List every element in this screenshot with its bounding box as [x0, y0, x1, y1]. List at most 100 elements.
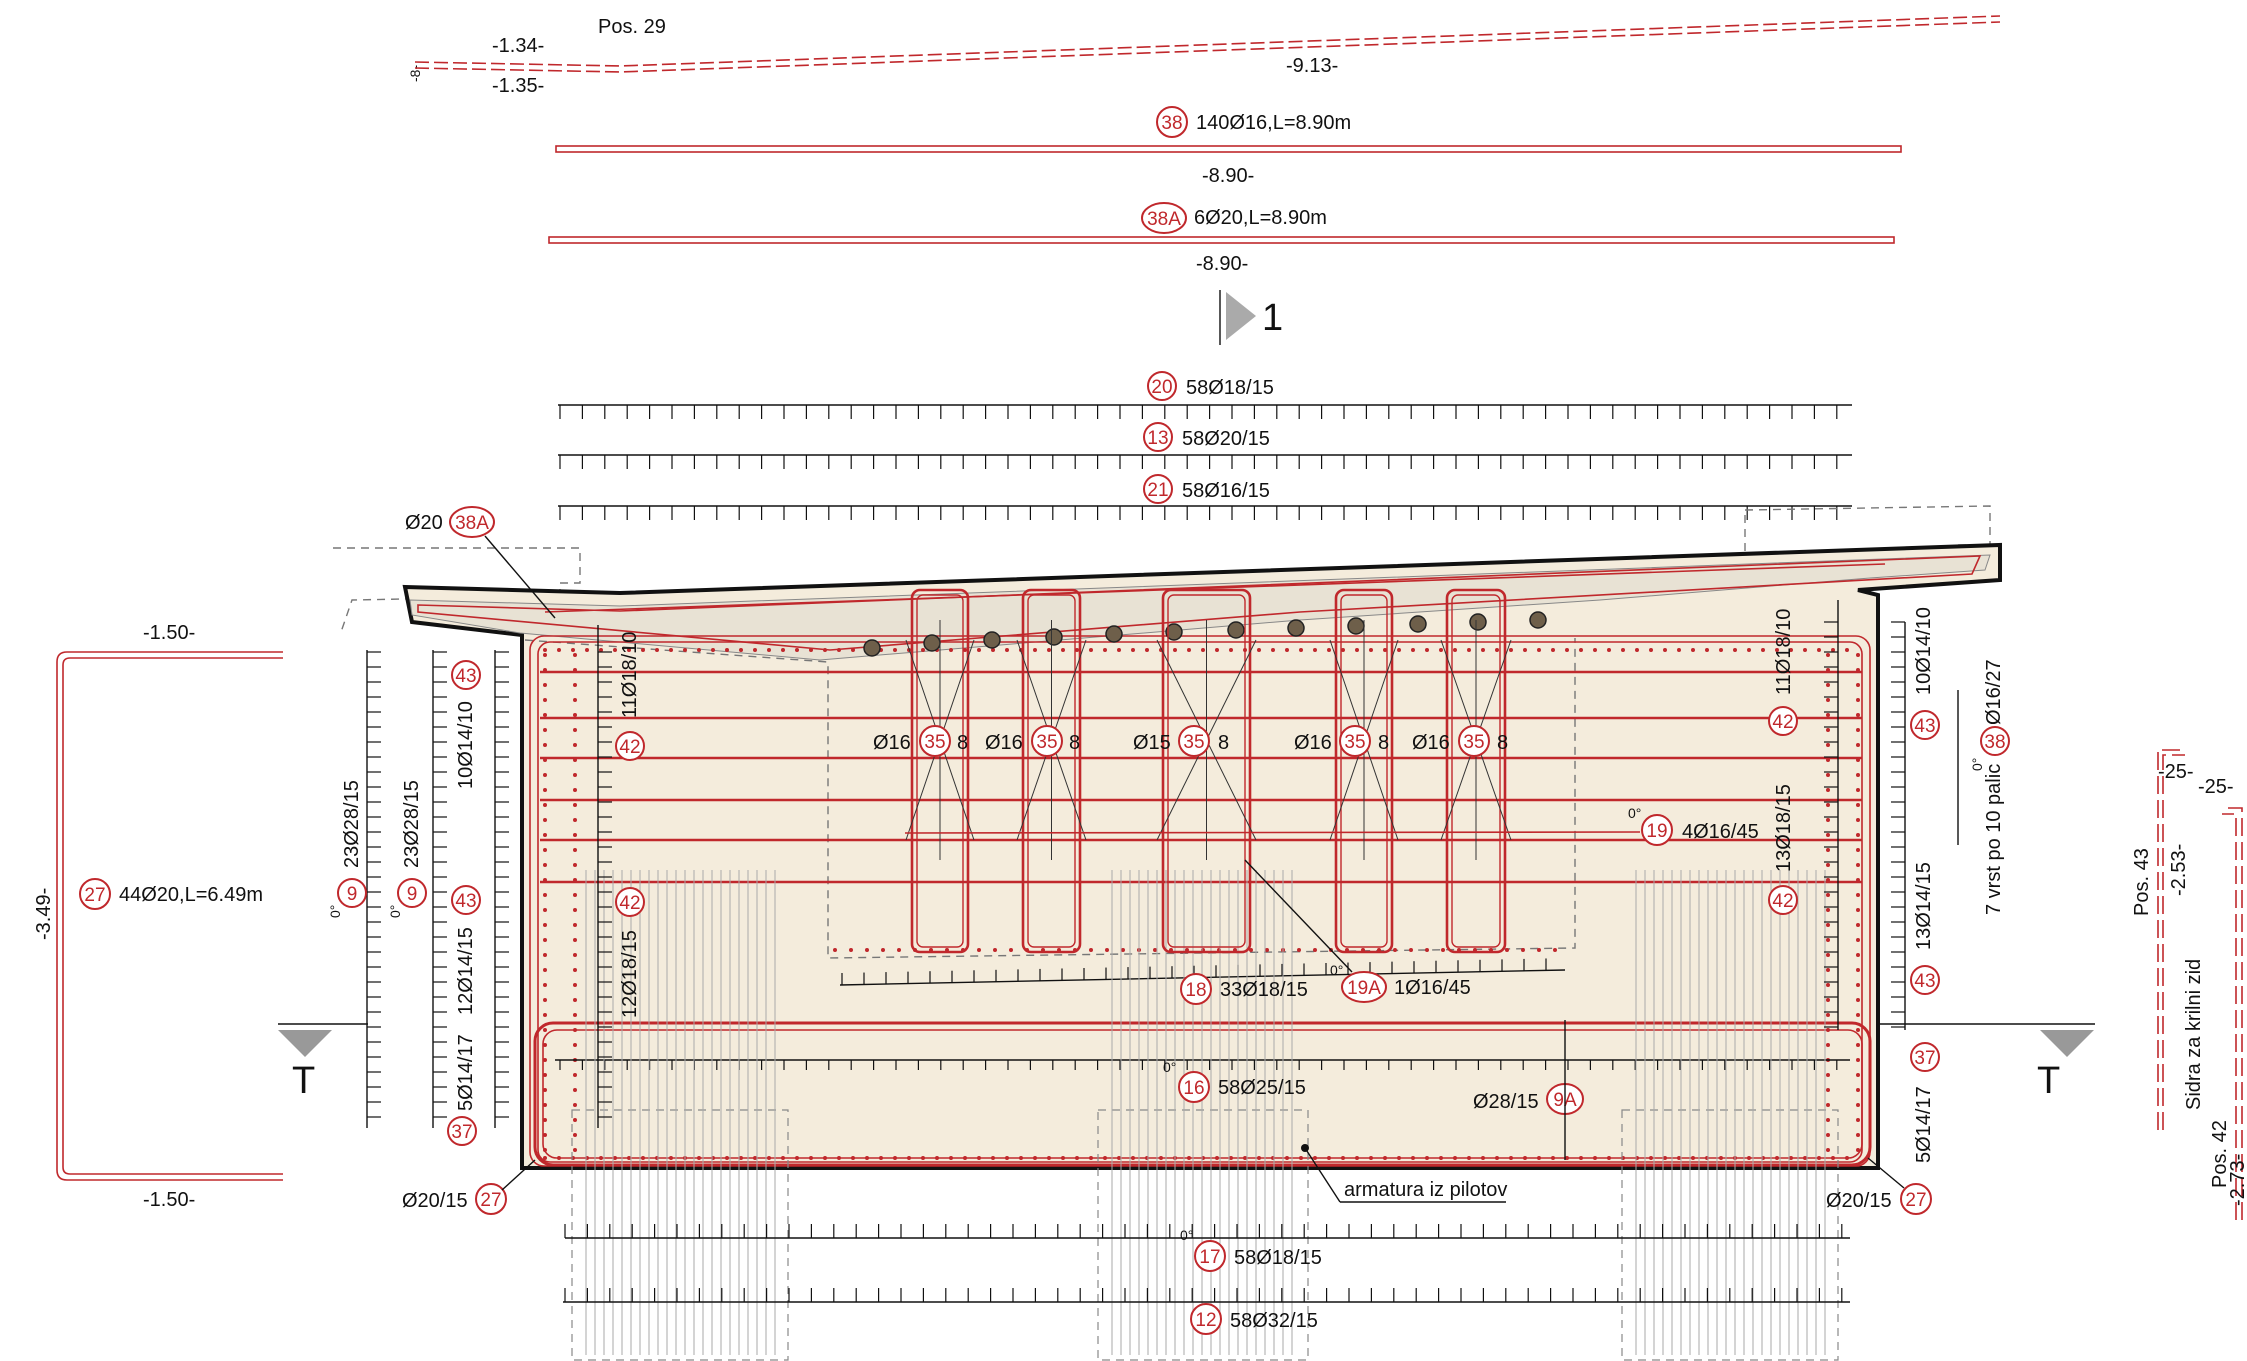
left-wing-outline — [333, 547, 581, 636]
cut-T-right: T — [2037, 1060, 2060, 1102]
b35-right-3: 8 — [1218, 732, 1229, 754]
pos-21: 21 — [1147, 480, 1168, 501]
b35-right-4: 8 — [1378, 732, 1389, 754]
zero-mark-17: 0° — [1180, 1227, 1193, 1243]
pos-27-br: 27 — [1905, 1190, 1926, 1211]
p27-text: 44Ø20,L=6.49m — [119, 884, 263, 906]
stirrup-row-13: 13 58Ø20/15 — [558, 422, 1852, 469]
pos-38a: 38A — [1147, 209, 1181, 230]
s17-text: 58Ø18/15 — [1234, 1247, 1322, 1269]
p43b-text: 12Ø14/15 — [455, 927, 477, 1015]
s21-text: 58Ø16/15 — [1182, 480, 1270, 502]
bar38a-line — [548, 236, 1895, 244]
p9b-text: 23Ø28/15 — [401, 780, 423, 868]
pos29-bar-outer — [414, 15, 2001, 67]
p43r-text: 10Ø14/10 — [1913, 607, 1935, 695]
left-side-bars: 0° 9 23Ø28/15 0° 9 23Ø28/15 43 10Ø14/10 … — [327, 625, 645, 1146]
stirrup-ticks-17 — [564, 1224, 1843, 1238]
dim-253: -2.53- — [2168, 844, 2190, 896]
bar38-text: 140Ø16,L=8.90m — [1196, 112, 1351, 134]
p37r-text: 5Ø14/17 — [1913, 1086, 1935, 1163]
bar-19-line — [904, 831, 1641, 834]
pos29-label: Pos. 29 — [598, 16, 666, 38]
pilot-note: armatura iz pilotov — [1344, 1179, 1507, 1201]
pos42-label: Pos. 42 — [2209, 1120, 2231, 1188]
pos-35-5: 35 — [1463, 732, 1484, 753]
b35-left-5: Ø16 — [1412, 732, 1450, 754]
right-side-ticks — [1824, 621, 1905, 1028]
pos-12: 12 — [1195, 1310, 1216, 1331]
b35-right-5: 8 — [1497, 732, 1508, 754]
pos-9-2: 9 — [407, 884, 418, 905]
pos-35-4: 35 — [1344, 732, 1365, 753]
bar-38: 38 140Ø16,L=8.90m -8.90- — [555, 106, 1902, 187]
right-side-bars: 11Ø18/10 42 13Ø18/15 42 10Ø14/10 43 13Ø1… — [1768, 600, 2010, 1163]
zero-mark-16: 0° — [1163, 1059, 1176, 1075]
longitudinal-bars — [540, 670, 1862, 884]
main-cage-inner — [537, 641, 1863, 1163]
top-bar-pos29: Pos. 29 -1.34- -1.35- -8- -9.13- — [407, 15, 2001, 97]
p37-text: 5Ø14/17 — [455, 1034, 477, 1111]
b35-left-4: Ø16 — [1294, 732, 1332, 754]
s13-text: 58Ø20/15 — [1182, 428, 1270, 450]
s16-text: 58Ø25/15 — [1218, 1077, 1306, 1099]
dim-150-top: -1.50- — [143, 622, 195, 644]
note-vrst: 7 vrst po 10 palic — [1983, 764, 2005, 915]
stirrup-ticks-13 — [559, 455, 1838, 469]
p9a-text: Ø28/15 — [1473, 1091, 1539, 1113]
zero-mark-19: 0° — [1628, 805, 1641, 821]
left-side-ticks — [367, 651, 612, 1118]
stirrup-row-20: 20 58Ø18/15 — [558, 371, 1852, 419]
s20-text: 58Ø18/15 — [1186, 377, 1274, 399]
b35-right-1: 8 — [957, 732, 968, 754]
p43br-text: 13Ø14/15 — [1913, 862, 1935, 950]
bottom-right-text: Ø20/15 — [1826, 1190, 1892, 1212]
p19-text: 4Ø16/45 — [1682, 821, 1759, 843]
b35-left-3: Ø15 — [1133, 732, 1171, 754]
dim-8: -8- — [407, 65, 423, 82]
cut-mark-right: T — [1880, 1023, 2095, 1102]
section-mark-label: 1 — [1262, 297, 1283, 339]
pos-38: 38 — [1161, 113, 1182, 134]
pos-35-2: 35 — [1036, 732, 1057, 753]
deck-rebar-38a — [544, 563, 1886, 613]
pos-35-3: 35 — [1183, 732, 1204, 753]
cut-mark-left: T — [278, 1023, 368, 1102]
stirrup-row-21: 21 58Ø16/15 — [558, 474, 1852, 520]
pos-42-l1: 42 — [619, 737, 640, 758]
leader-38a — [484, 535, 556, 619]
stirrup-ticks-16 — [559, 1060, 1838, 1070]
zero-mark-38: 0° — [1969, 758, 1985, 771]
pos-27-left: 27 — [84, 885, 105, 906]
b35-right-2: 8 — [1069, 732, 1080, 754]
stirrup-row-17: 0° 17 58Ø18/15 — [564, 1224, 1850, 1272]
dim-25b: -25- — [2198, 776, 2234, 798]
pos-37-l: 37 — [451, 1122, 472, 1143]
pos-38a-pointer: 38A — [455, 513, 489, 534]
pos-20: 20 — [1151, 377, 1172, 398]
stirrup-row-12: 12 58Ø32/15 — [563, 1288, 1850, 1335]
tendon-ducts — [863, 611, 1547, 657]
pos-circle-38 — [1156, 106, 1188, 138]
pos-42-r2: 42 — [1772, 891, 1793, 912]
phi20-label: Ø20 — [405, 512, 443, 534]
p42br-text: 13Ø18/15 — [1773, 784, 1795, 872]
stirrup-ticks-20 — [559, 405, 1838, 419]
bar-38a: 38A 6Ø20,L=8.90m -8.90- — [548, 202, 1895, 275]
p42r-text: 11Ø18/10 — [1773, 609, 1795, 695]
pos-42-l2: 42 — [619, 893, 640, 914]
pos-27-bl: 27 — [480, 1190, 501, 1211]
b35-left-2: Ø16 — [985, 732, 1023, 754]
p43-text: 10Ø14/10 — [455, 701, 477, 789]
pos29-bar-inner — [414, 21, 2001, 73]
pos-43-r1: 43 — [1914, 716, 1935, 737]
pos-9-1: 9 — [347, 884, 358, 905]
stirrups-35 — [905, 588, 1512, 954]
pos-circle-38a — [1141, 202, 1187, 234]
deck-slab-haunch — [409, 554, 1991, 661]
s18-text: 33Ø18/15 — [1220, 979, 1308, 1001]
stirrup-ticks-18 — [841, 958, 1547, 985]
bar38-line — [555, 145, 1902, 153]
stirrup-ticks-12 — [564, 1288, 1843, 1302]
